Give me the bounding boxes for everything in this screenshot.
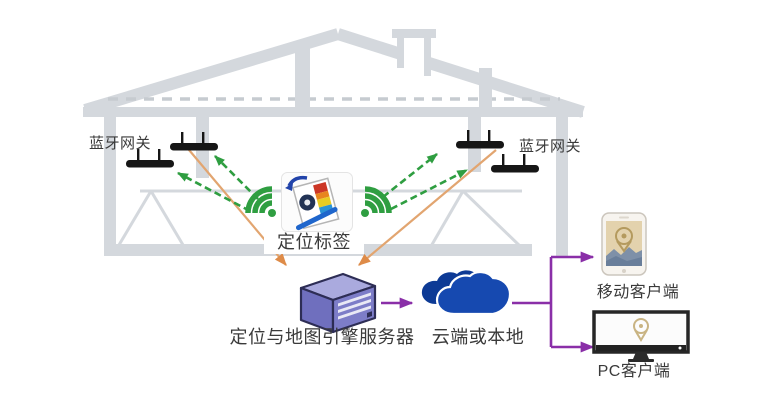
map-pin-glyph: [633, 318, 649, 342]
wifi-signal-left-icon: [245, 186, 276, 217]
bluetooth-gateway-icon: [126, 149, 174, 168]
bluetooth-gateway-icon: [170, 132, 218, 151]
smartphone-map-pin-icon: [601, 212, 647, 276]
purple-connectors: [381, 251, 595, 353]
cloud-front-puff: [435, 271, 512, 316]
cloud-icon: [421, 270, 512, 316]
chimney-channel: [403, 36, 425, 76]
green-signal-arrows: [177, 152, 468, 213]
server-box-icon: [299, 272, 377, 334]
tag-label: 定位标签: [264, 232, 364, 254]
server-label: 定位与地图引擎服务器: [229, 327, 415, 347]
mobile-client-label: 移动客户端: [596, 284, 680, 301]
monitor-map-pin-icon: [592, 310, 690, 362]
gateway-left-label: 蓝牙网关: [88, 135, 151, 152]
left-wall: [104, 117, 116, 256]
bluetooth-gateway-icon: [491, 154, 539, 173]
wifi-signal-right-icon: [361, 186, 392, 217]
positioning-tag-card-icon: [281, 172, 353, 232]
cloud-label: 云端或本地: [431, 327, 525, 347]
right-wall: [556, 117, 568, 256]
chimney-cap: [392, 29, 436, 38]
pc-client-label: PC客户端: [597, 363, 671, 380]
gateway-right-label: 蓝牙网关: [518, 138, 581, 155]
bluetooth-gateway-icon: [456, 130, 504, 149]
map-pin-glyph: [615, 227, 633, 253]
